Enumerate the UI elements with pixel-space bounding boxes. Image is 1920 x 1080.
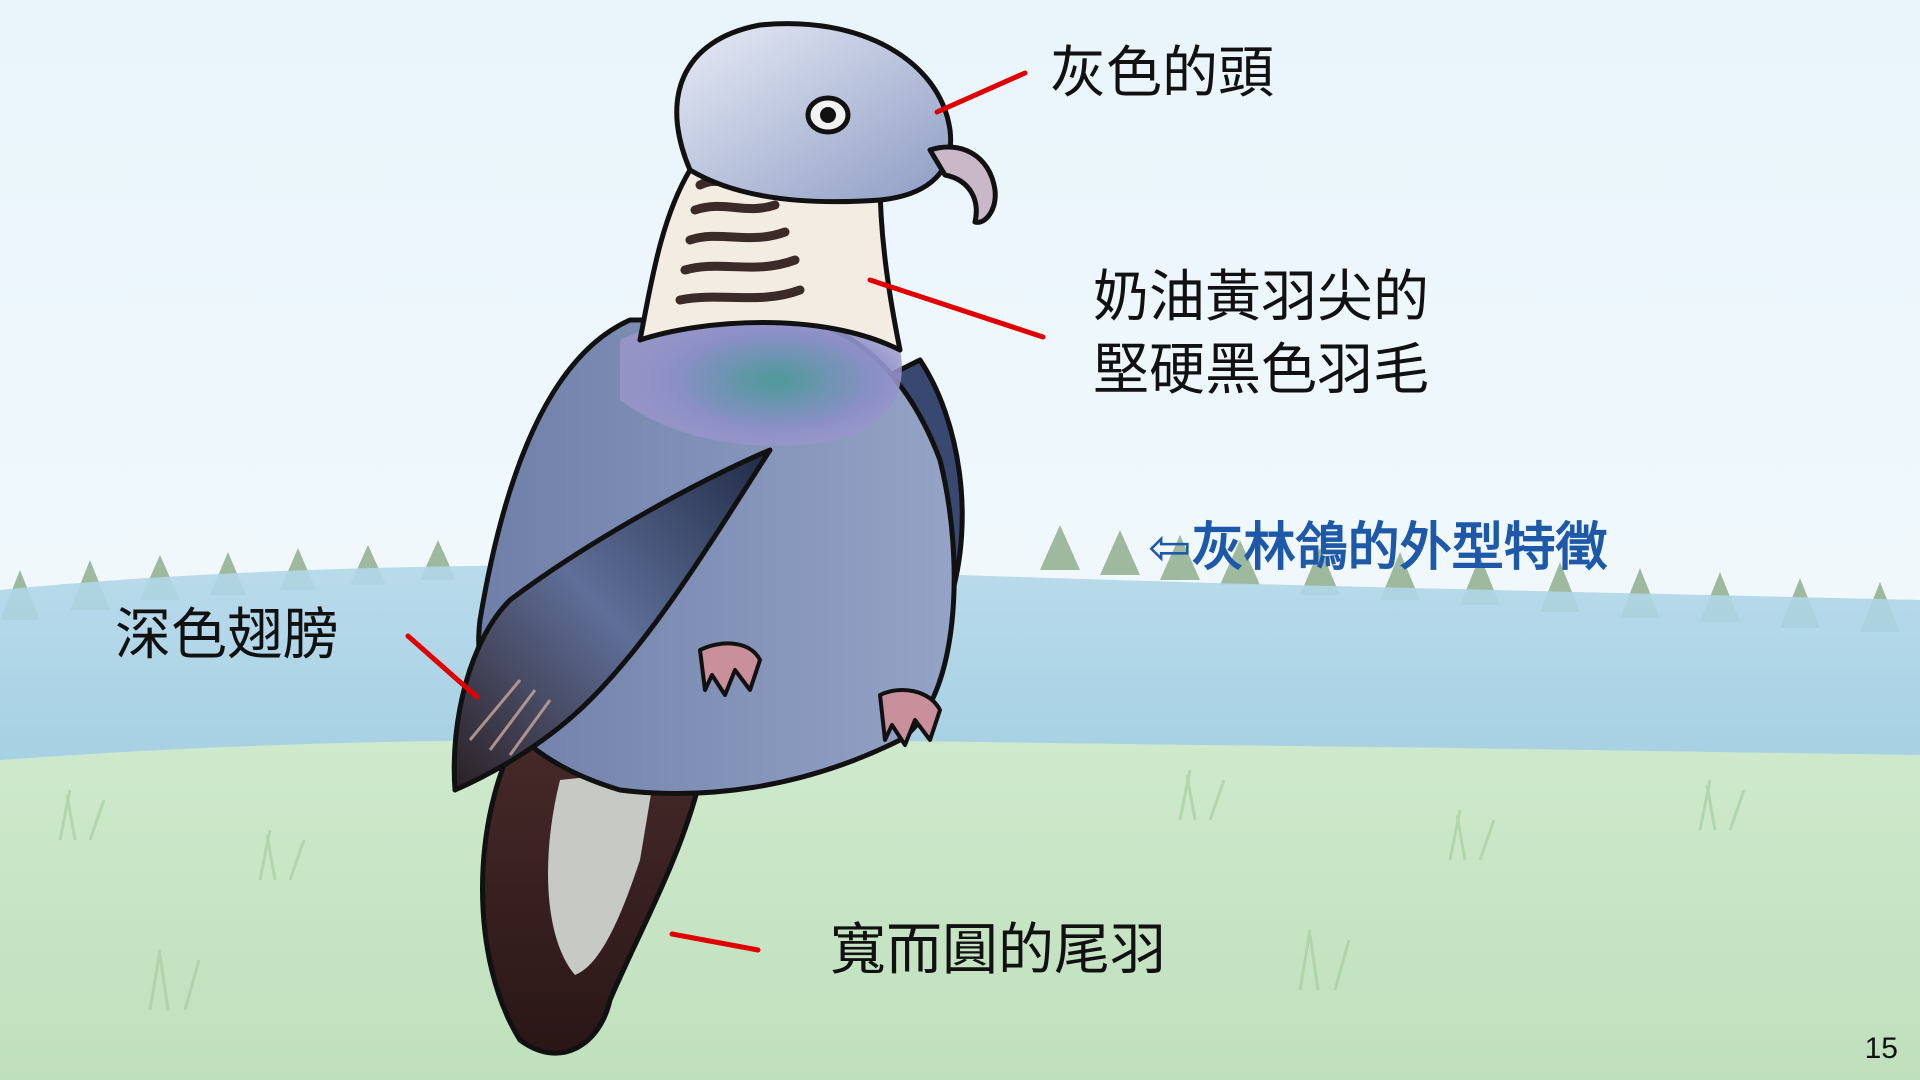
- label-head: 灰色的頭: [1050, 41, 1274, 106]
- label-wing: 深色翅膀: [115, 603, 339, 668]
- page-number: 15: [1864, 1032, 1898, 1065]
- slide-title: ⇦灰林鴿的外型特徵: [1148, 505, 1608, 580]
- label-neck-feathers: 奶油黃羽尖的 堅硬黑色羽毛: [1093, 262, 1429, 408]
- label-neck-line1: 奶油黃羽尖的: [1093, 265, 1429, 330]
- label-neck-line2: 堅硬黑色羽毛: [1093, 337, 1429, 403]
- leader-lines: [405, 70, 1046, 953]
- pigeon-wing: [451, 447, 773, 793]
- slide-title-text: 灰林鴿的外型特徵: [1191, 518, 1608, 578]
- pigeon-feet: [698, 641, 942, 747]
- pigeon-beak: [927, 144, 998, 225]
- grass-tufts: [58, 769, 1746, 1011]
- grass-field: [0, 739, 1920, 1080]
- pigeon-illustration: [451, 21, 998, 1056]
- left-arrow-icon: ⇦: [1148, 518, 1192, 578]
- label-tail: 寬而圓的尾羽: [830, 918, 1166, 983]
